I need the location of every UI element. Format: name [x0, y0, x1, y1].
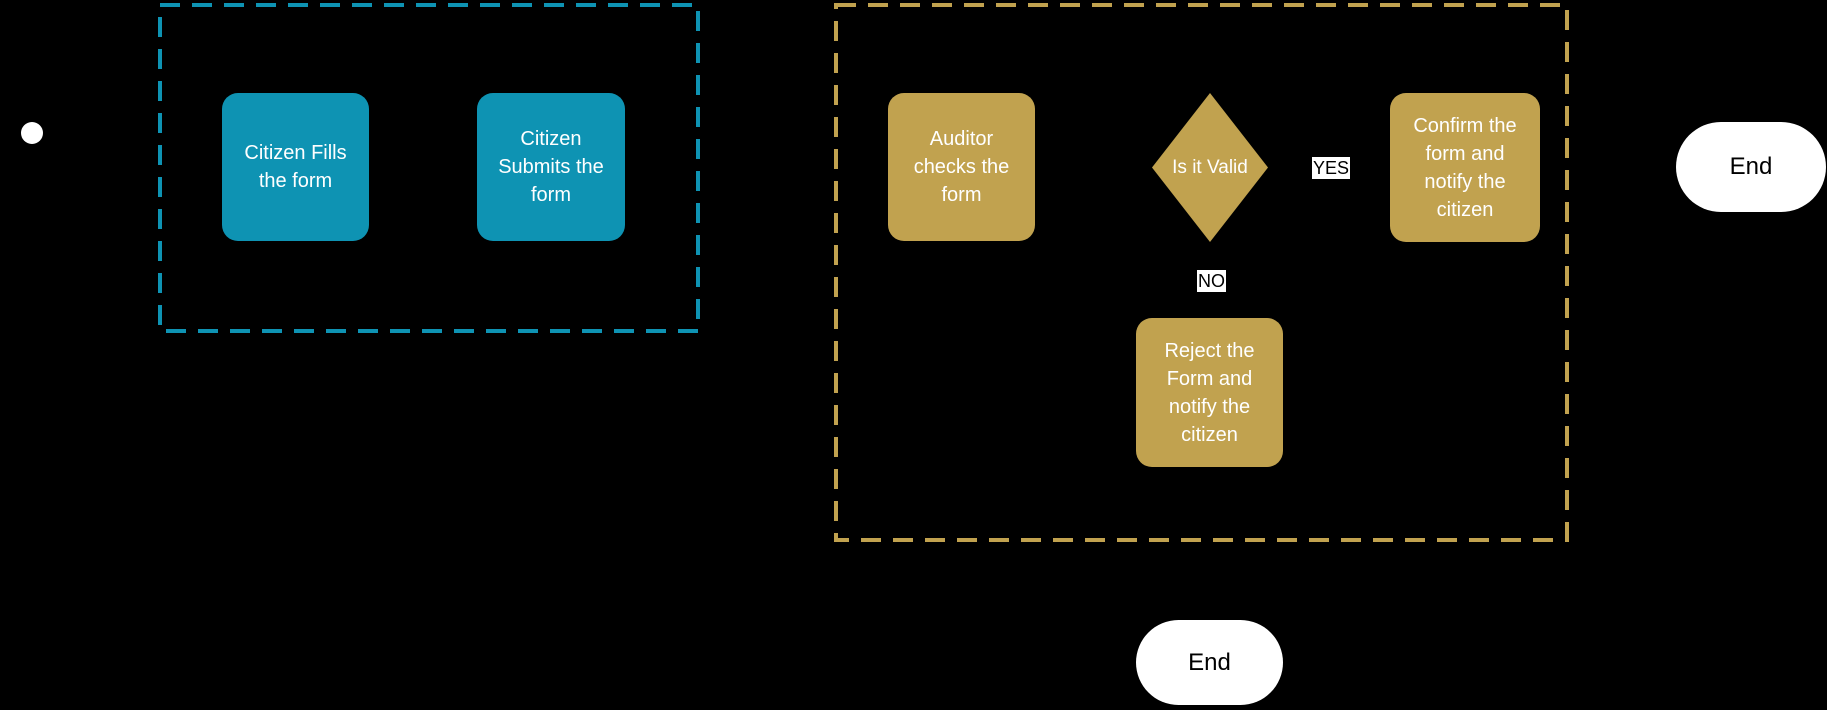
end-node-right-label: End [1729, 153, 1773, 180]
auditor-lane [834, 3, 1569, 542]
end-node-bottom-label: End [1188, 648, 1231, 676]
node-confirm-form: Confirm the form and notify the citizen [1390, 93, 1540, 242]
node-reject-form-label: Reject the Form and notify the citizen [1164, 339, 1255, 446]
end-node-bottom: End [1136, 620, 1283, 705]
node-citizen-submits: Citizen Submits the form [477, 93, 625, 241]
node-auditor-checks-label: Auditor checks the form [913, 128, 1010, 206]
node-citizen-submits-label: Citizen Submits the form [498, 128, 604, 206]
citizen-lane [158, 3, 700, 333]
node-reject-form: Reject the Form and notify the citizen [1136, 318, 1283, 467]
node-confirm-form-label: Confirm the form and notify the citizen [1413, 114, 1517, 221]
edge-label-yes: YES [1312, 157, 1351, 179]
start-node [21, 122, 43, 144]
decision-is-it-valid-label: Is it Valid [1172, 156, 1248, 178]
node-citizen-fills: Citizen Fills the form [222, 93, 369, 241]
node-auditor-checks: Auditor checks the form [888, 93, 1035, 241]
node-citizen-fills-label: Citizen Fills the form [244, 142, 347, 192]
edge-label-no: NO [1197, 270, 1226, 292]
end-node-right: End [1676, 122, 1826, 212]
